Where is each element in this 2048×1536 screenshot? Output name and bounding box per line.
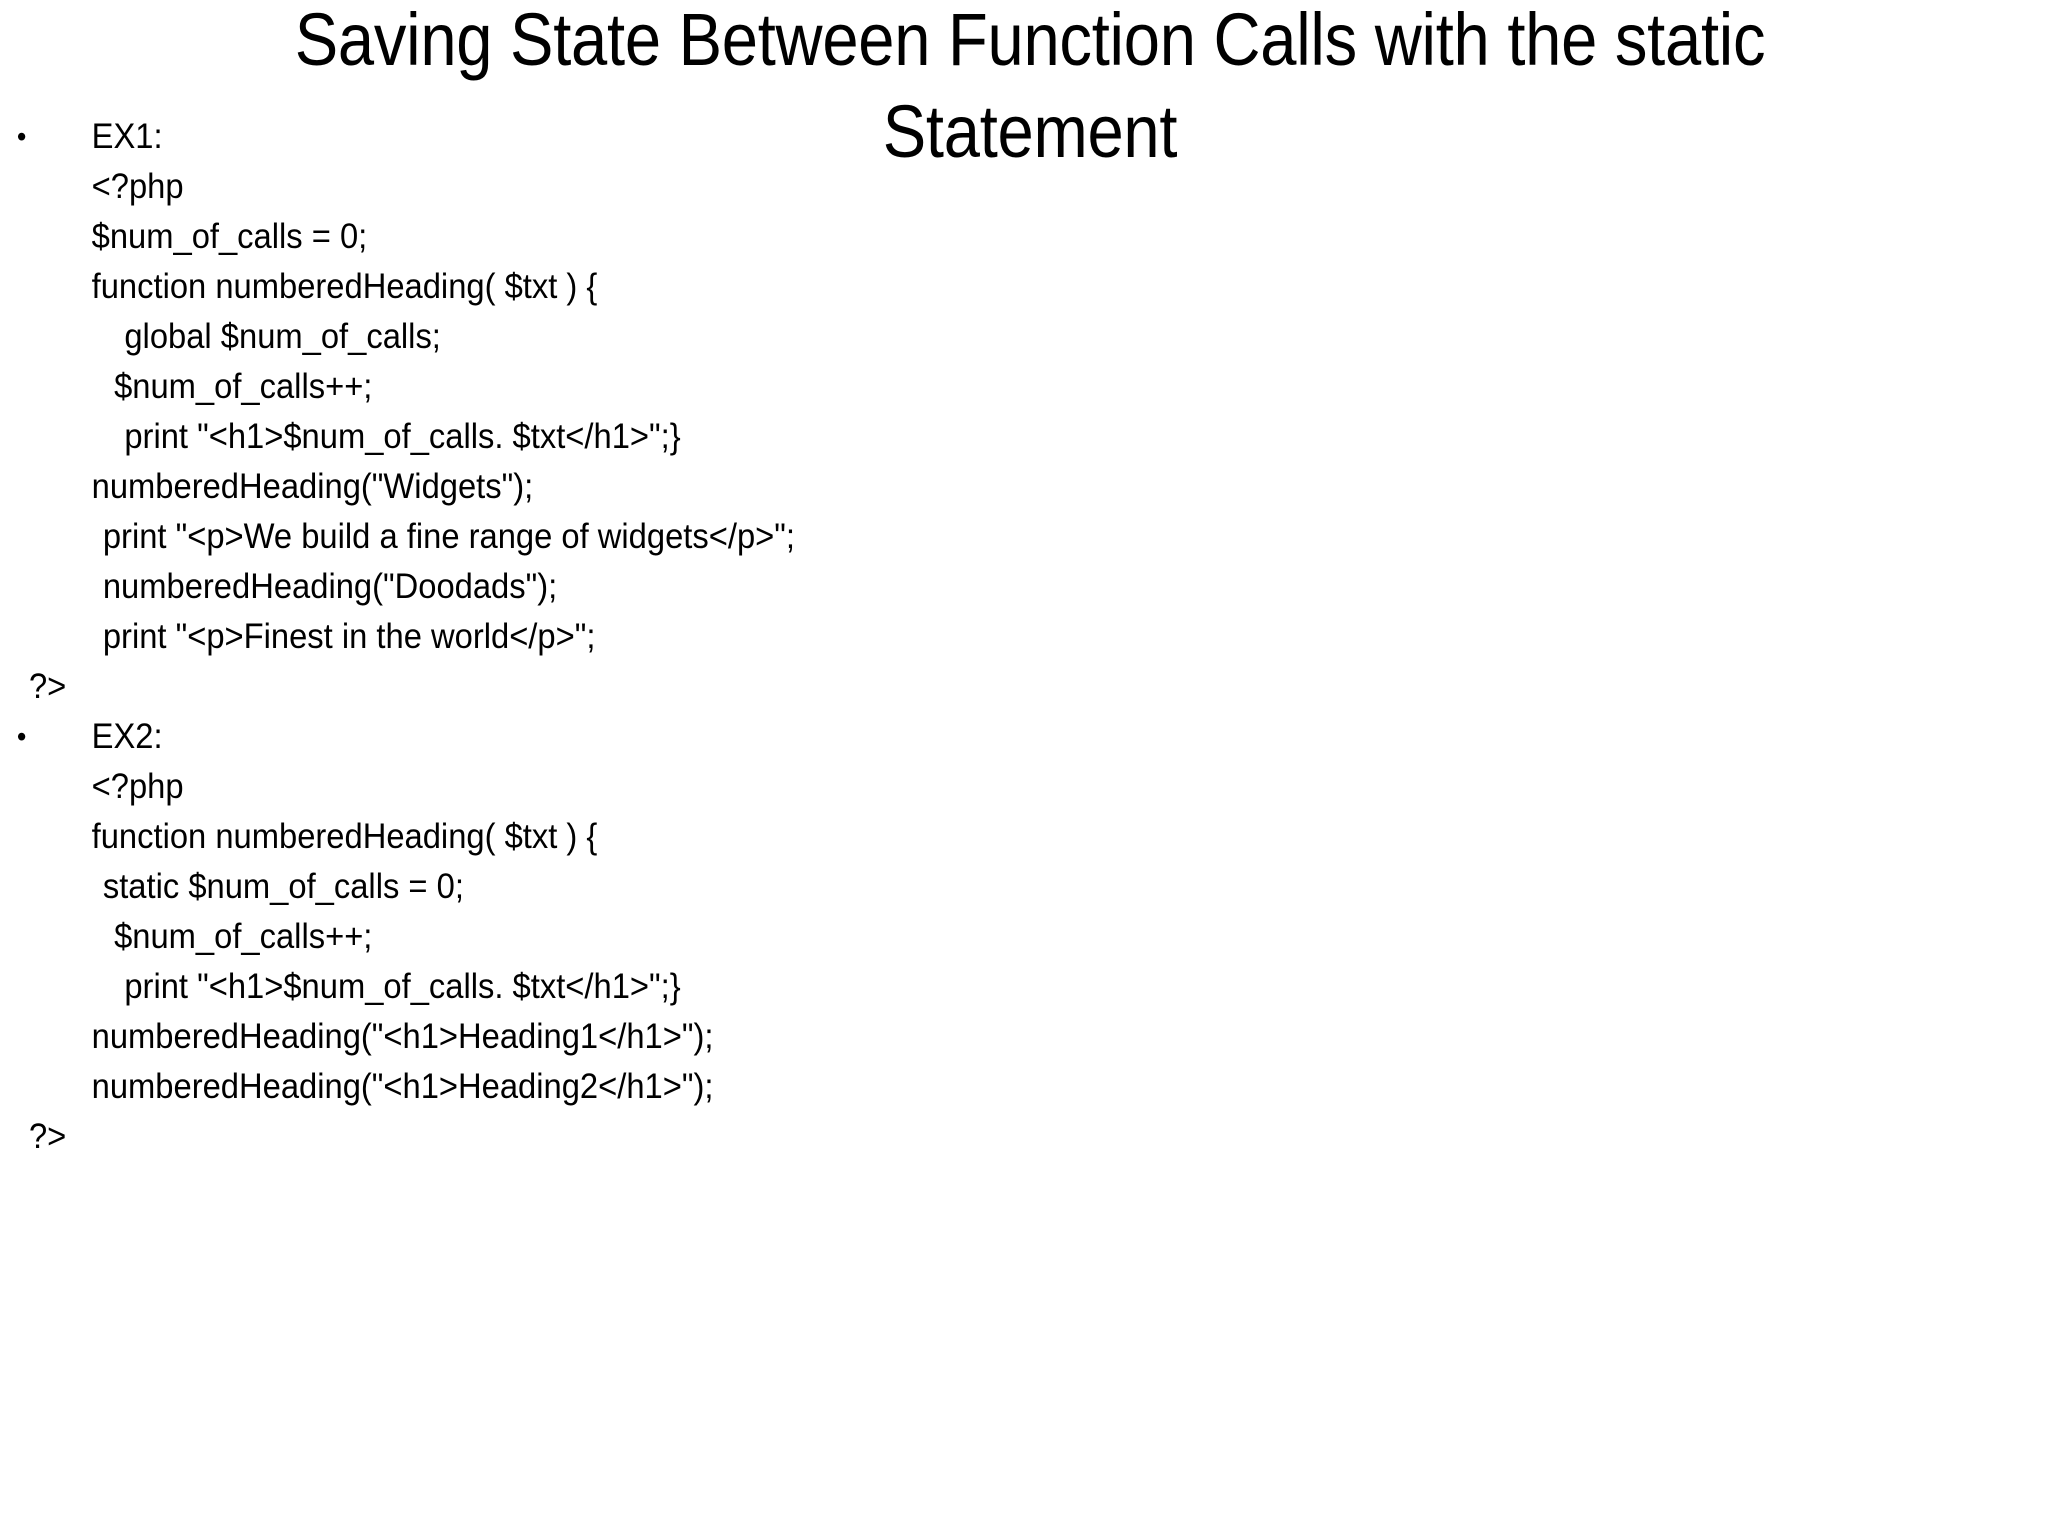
bullet-list-item: EX2: [0,712,1309,762]
code-line: numberedHeading("<h1>Heading2</h1>"); [91,1067,714,1106]
code-line: ?> [28,1117,67,1156]
slide-body-list: EX1: <?php $num_of_calls = 0; function numb… [0,112,1400,1162]
code-line: numberedHeading("Widgets"); [91,467,534,506]
code-line: static $num_of_calls = 0; [102,867,464,906]
code-line: print "<p>We build a fine range of widge… [102,517,795,556]
code-line: print "<h1>$num_of_calls. $txt</h1>";} [124,417,681,456]
code-line: print "<p>Finest in the world</p>"; [102,617,596,656]
code-line: <?php [91,767,184,806]
code-line: global $num_of_calls; [124,317,441,356]
code-line: ?> [28,667,67,706]
code-line: numberedHeading("Doodads"); [102,567,558,606]
code-line: function numberedHeading( $txt ) { [91,267,598,306]
code-line: $num_of_calls++; [114,917,373,956]
code-line: print "<h1>$num_of_calls. $txt</h1>";} [124,967,681,1006]
bullet-list-item: EX1: [0,112,1309,162]
code-line: <?php [91,167,184,206]
code-line: function numberedHeading( $txt ) { [91,817,598,856]
code-line: $num_of_calls = 0; [91,217,368,256]
code-line: numberedHeading("<h1>Heading1</h1>"); [91,1017,714,1056]
code-line: $num_of_calls++; [114,367,373,406]
